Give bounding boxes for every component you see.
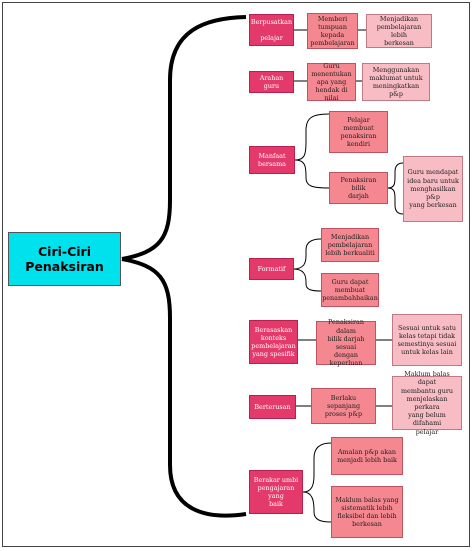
node-memberi-tumpuan: Memberi tumpuan kepada pembelajaran — [307, 13, 358, 49]
category-berakar-umbi: Berakar umbi pengajaran yang baik — [249, 470, 303, 514]
root-brace-lower — [121, 257, 247, 518]
root-brace — [121, 15, 247, 261]
node-berlaku-sepanjang: Berlaku sepanjang proses p&p — [311, 388, 376, 424]
category-berasaskan-konteks: Berasaskan konteks pembelajaran yang spe… — [249, 320, 298, 364]
node-guru-menentukan: Guru menentukan apa yang hendak di nilai — [307, 62, 356, 102]
category-formatif: Formatif — [249, 258, 294, 280]
category-arahan-guru: Arahan guru — [249, 71, 294, 93]
diagram-frame — [2, 2, 470, 547]
node-penaksiran-bilik-darjah: Penaksiran bilik darjah — [329, 172, 388, 204]
category-berpusatkan-pelajar: Berpusatkan pelajar — [249, 14, 294, 46]
node-sesuai-satu-kelas: Sesuai untuk satu kelas tetapi tidak sem… — [392, 314, 462, 366]
node-maklum-balas-membantu: Maklum balas dapat membantu guru menjela… — [392, 370, 462, 436]
node-maklum-balas-sistematik: Maklum balas yang sistematik lebih fleks… — [331, 486, 403, 538]
category-manfaat-bersama: Manfaat bersama — [249, 146, 295, 174]
node-menggunakan-maklumat: Menggunakan maklumat untuk meningkatkan … — [362, 63, 430, 101]
category-berterusan: Berterusan — [249, 395, 296, 419]
node-menjadikan-berkesan: Menjadikan pembelajaran lebih berkesan — [366, 14, 432, 48]
node-pelajar-membuat: Pelajar membuat penaksiran kendiri — [329, 111, 388, 153]
node-amalan-pnp: Amalan p&p akan menjadi lebih baik — [331, 437, 403, 475]
node-menjadikan-berkualiti: Menjadikan pembelajaran lebih berkualiti — [321, 228, 379, 262]
node-guru-mendapat-idea: Guru mendapat idea baru untuk menghasilk… — [403, 156, 463, 222]
node-penaksiran-dalam-bilik: Penaksiran dalam bilik darjah sesuai den… — [316, 318, 376, 367]
node-guru-dapat-membuat: Guru dapat membuat penambahbaikan — [321, 273, 379, 307]
root-node: Ciri-Ciri Penaksiran — [8, 232, 121, 286]
